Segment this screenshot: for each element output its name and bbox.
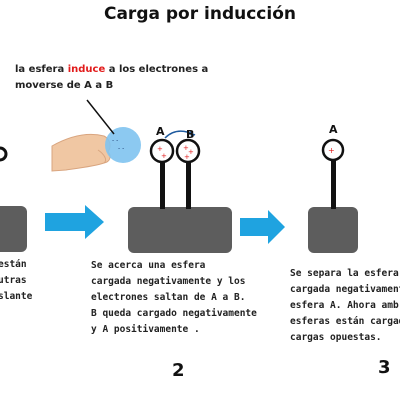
- base-step-1: [0, 206, 27, 252]
- page-title: Carga por inducción: [103, 4, 296, 24]
- caption-step-3: Se separa la esfera cargada negativament…: [290, 268, 400, 343]
- svg-text:+: +: [188, 148, 194, 156]
- rod-a-step-3: [331, 160, 336, 209]
- charged-sphere: [105, 127, 141, 163]
- svg-text:- -: - -: [118, 145, 124, 152]
- callout-line-1: la esfera induce a los electrones a: [15, 64, 209, 75]
- base-step-2: [128, 207, 232, 253]
- sphere-a: [149, 138, 175, 164]
- caption-step-2: Se acerca una esfera cargada negativamen…: [91, 260, 257, 335]
- base-step-3: [308, 207, 358, 253]
- arrow-1: [45, 205, 104, 239]
- callout-pointer: [86, 99, 115, 135]
- callout-line-2: moverse de A a B: [15, 80, 114, 91]
- sphere-b-charges: +: [183, 144, 189, 152]
- sphere-b: [175, 138, 201, 164]
- svg-text:+: +: [184, 153, 190, 161]
- hand-illustration: [51, 133, 111, 172]
- sphere-step-1-fragment: [0, 146, 8, 162]
- arrow-2: [240, 210, 285, 244]
- sphere-a-label: A: [156, 125, 165, 138]
- step-number-3: 3: [378, 357, 391, 378]
- induce-highlight: induce: [67, 64, 106, 75]
- svg-text:+: +: [328, 146, 335, 155]
- sphere-a-step-3-label: A: [329, 123, 338, 136]
- sphere-a-charges: +: [157, 145, 163, 153]
- sphere-b-label: B: [186, 128, 195, 141]
- rod-b: [186, 160, 191, 209]
- svg-text:+: +: [161, 152, 167, 160]
- step-number-2: 2: [172, 360, 185, 381]
- svg-text:- -: - -: [112, 137, 118, 144]
- rod-a: [160, 160, 165, 209]
- sphere-a-step-3: [321, 138, 345, 162]
- electron-transfer-arrowhead: [190, 131, 195, 137]
- callout-text: la esfera induce a los electrones a move…: [15, 62, 245, 94]
- caption-step-1: están utras slante: [0, 259, 33, 302]
